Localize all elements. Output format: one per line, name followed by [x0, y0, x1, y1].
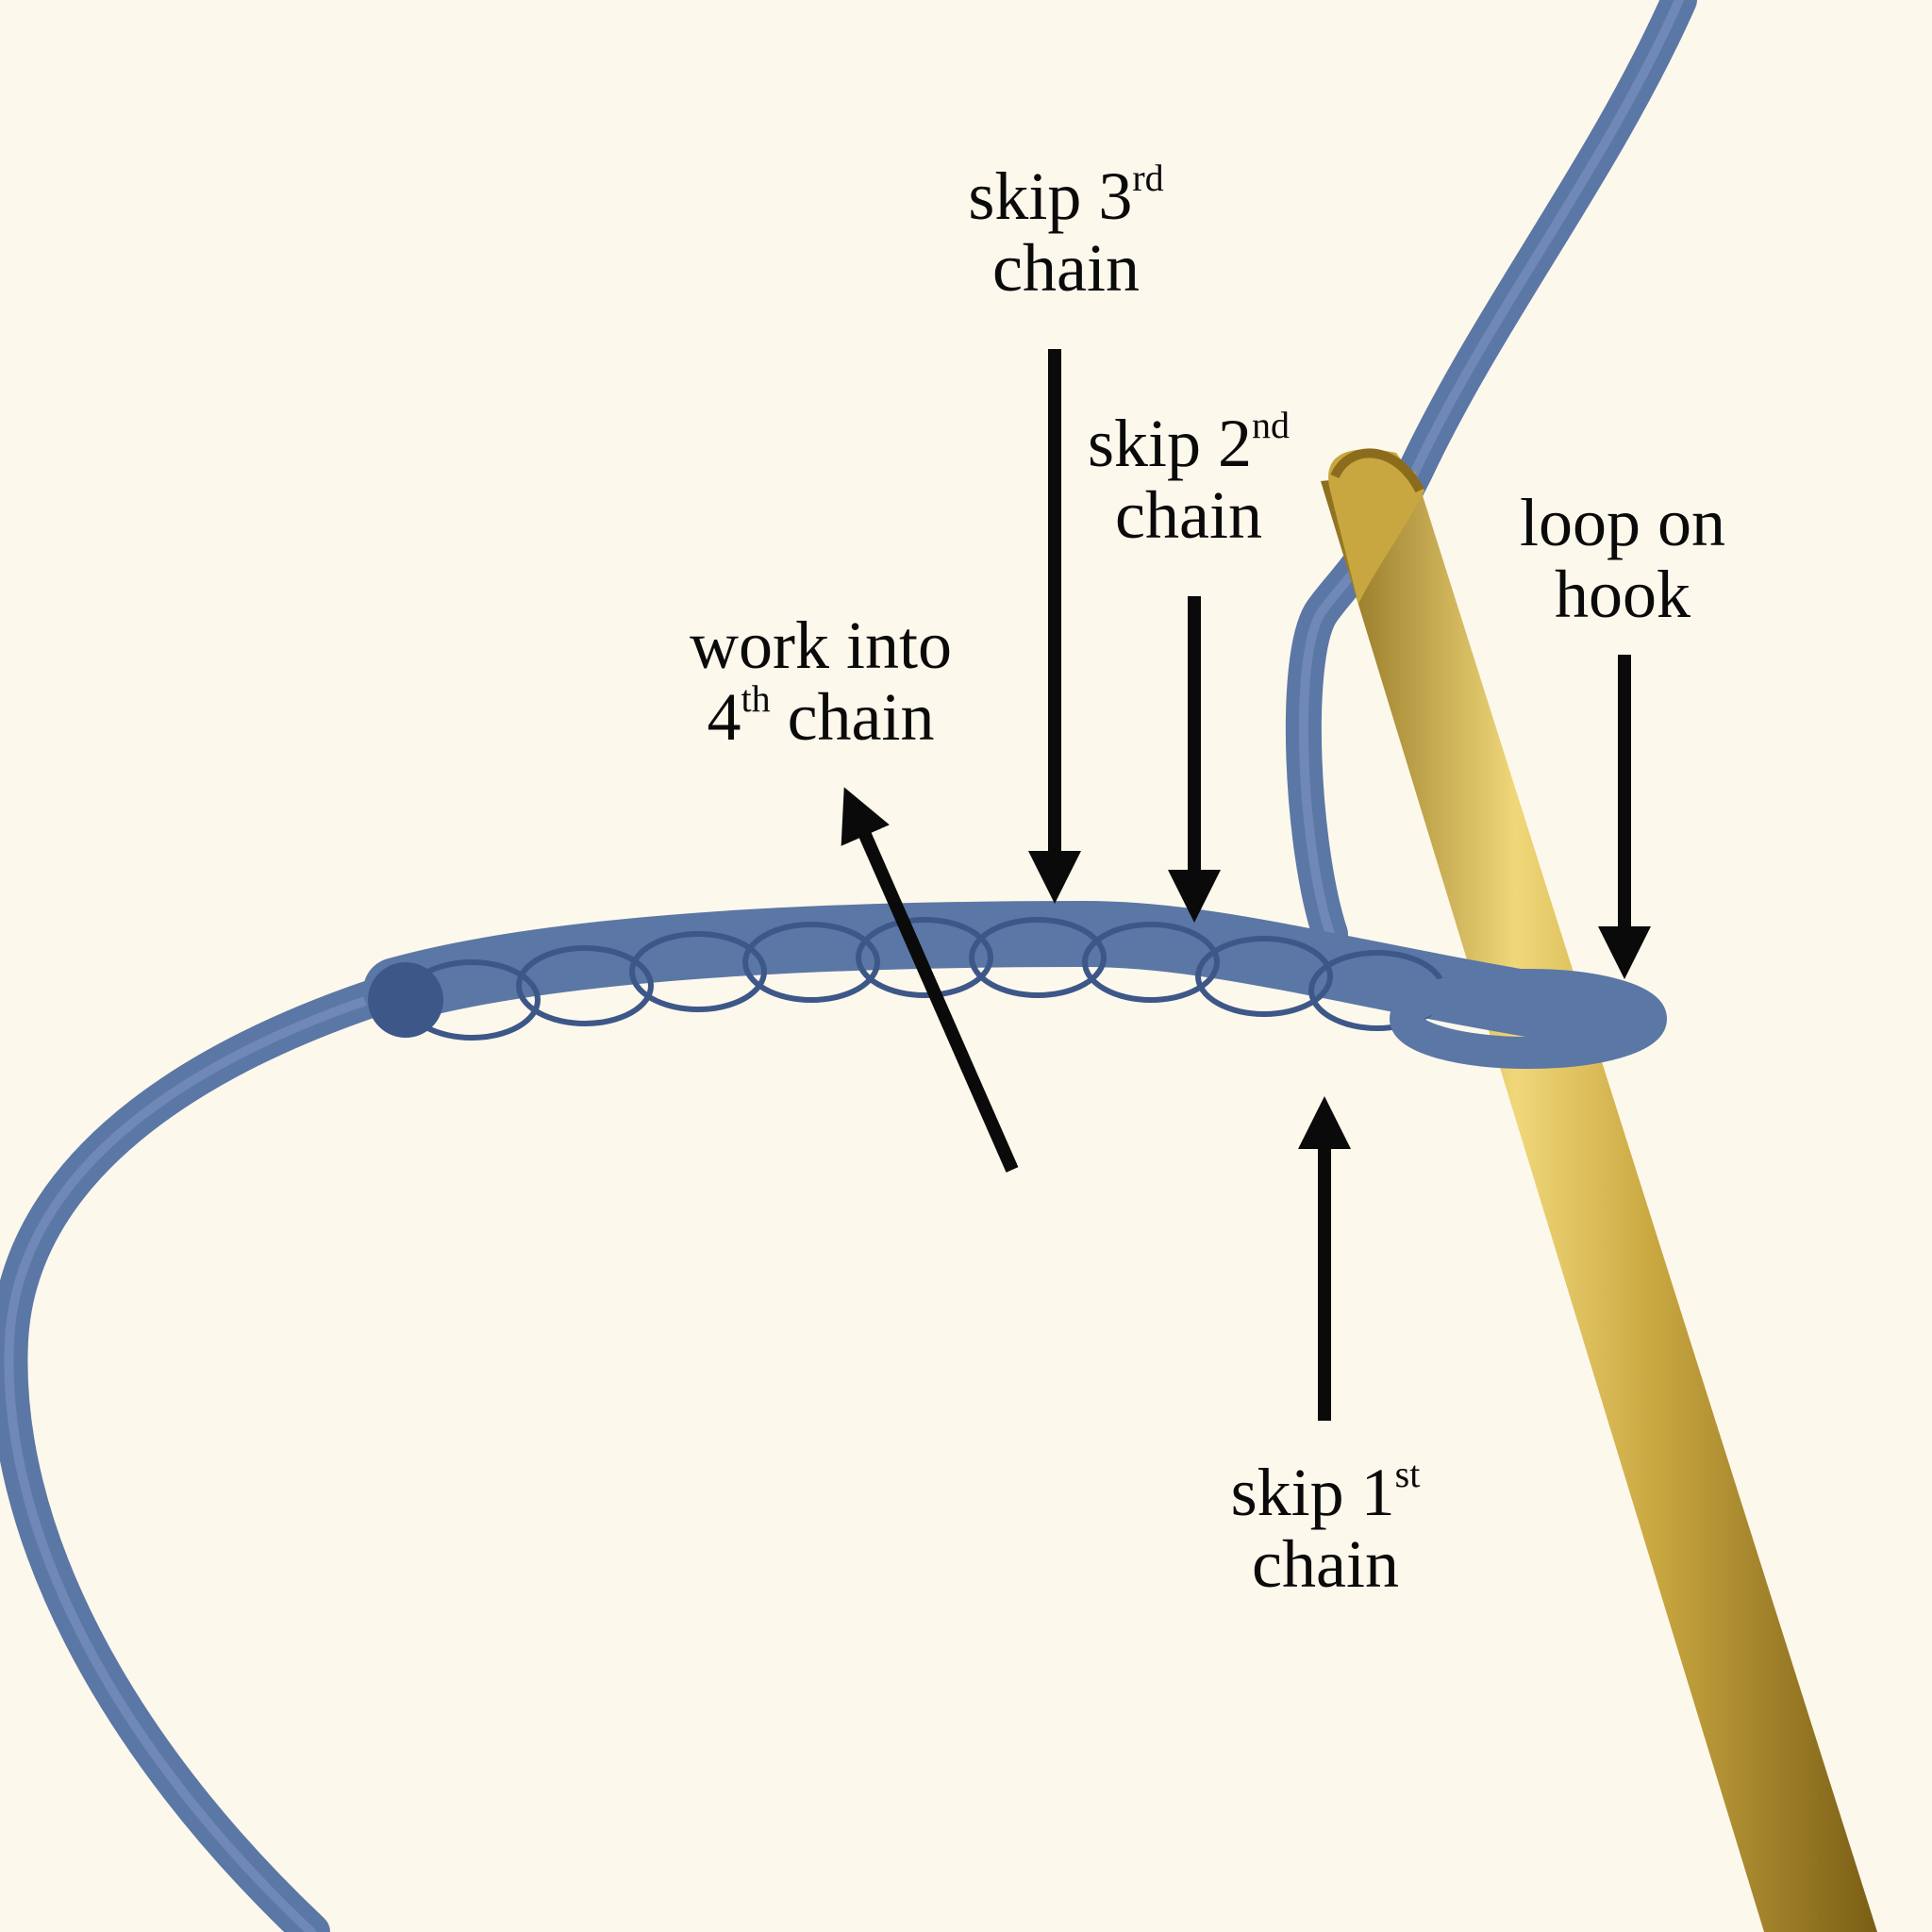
label-skip-2nd-chain: skip 2nd chain	[1087, 404, 1291, 553]
label-skip-1st-chain: skip 1st chain	[1230, 1453, 1421, 1602]
crochet-hook	[1321, 448, 1877, 1932]
yarn-tail	[0, 972, 415, 1932]
yarn-chain	[363, 900, 1667, 1069]
arrow-work-into-4th-chain	[841, 787, 1019, 1173]
label-loop-on-hook: loop on hook	[1519, 485, 1725, 632]
label-skip-3rd-chain: skip 3rd chain	[968, 157, 1164, 306]
label-work-into-4th-chain: work into 4th chain	[690, 608, 952, 755]
annotation-arrows	[841, 349, 1651, 1421]
